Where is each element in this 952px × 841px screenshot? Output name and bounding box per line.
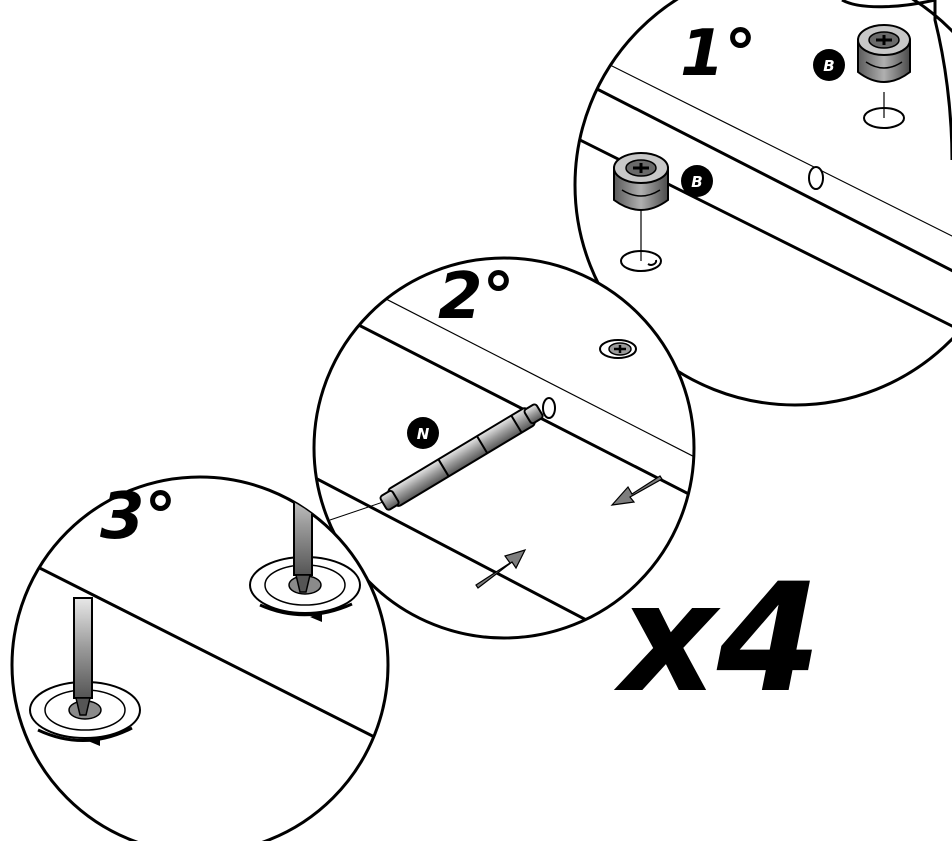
part-badge-b: B [681, 165, 713, 197]
part-label: N [417, 425, 430, 443]
step-number: 1° [680, 17, 757, 91]
cam-lock-icon [614, 153, 668, 210]
cam-lock-icon [858, 25, 910, 82]
part-badge-b: B [813, 49, 845, 81]
step-number: 2° [438, 260, 515, 334]
edge-hole [809, 167, 823, 189]
part-label: B [691, 173, 702, 191]
screwdriver-icon [74, 598, 92, 715]
part-label: B [823, 57, 834, 75]
step-number: 3° [100, 480, 177, 554]
quantity-multiplier: x4 [613, 552, 821, 726]
part-badge-n: N [407, 417, 439, 449]
screwdriver-icon [294, 475, 312, 592]
installed-cam-icon [600, 340, 636, 358]
edge-hole [543, 398, 555, 418]
